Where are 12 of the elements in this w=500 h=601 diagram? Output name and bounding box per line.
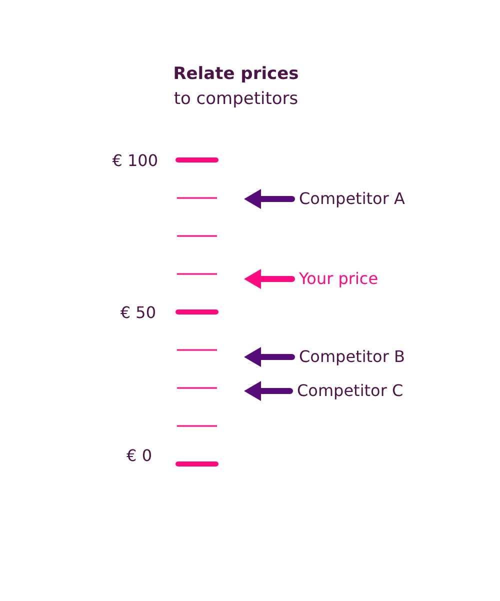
- arrow: [244, 347, 295, 367]
- scale-label: € 100: [112, 150, 158, 172]
- scale-label: € 0: [126, 445, 152, 467]
- price-label: Competitor A: [292, 187, 405, 211]
- price-label: Competitor B: [292, 345, 405, 369]
- arrow: [244, 381, 293, 401]
- arrow: [244, 269, 295, 289]
- arrow: [244, 189, 295, 209]
- scale-label: € 50: [120, 302, 156, 324]
- price-label: Competitor C: [290, 379, 404, 403]
- price-label: Your price: [292, 267, 378, 291]
- title: Relate prices to competitors: [172, 63, 300, 111]
